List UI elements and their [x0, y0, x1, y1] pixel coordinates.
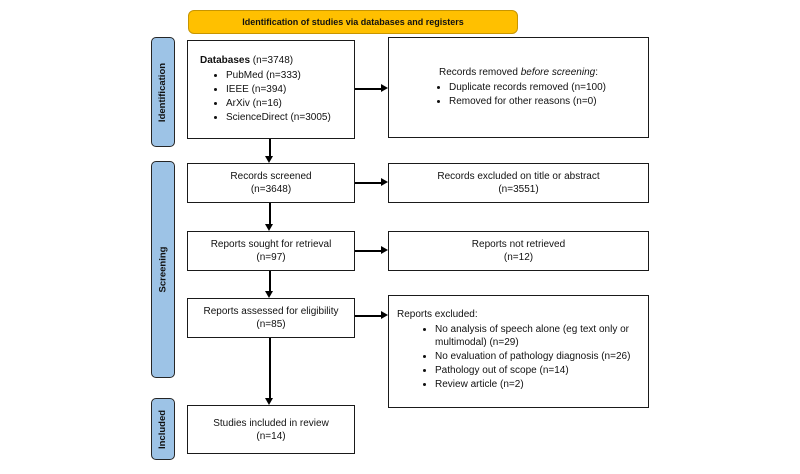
records-removed-title-italic: before screening [520, 67, 596, 78]
arrow-head-down-icon [265, 398, 273, 405]
records-excluded-count: (n=3551) [498, 184, 539, 195]
records-screened-label: Records screened [230, 171, 312, 182]
box-reports-assessed: Reports assessed for eligibility (n=85) [187, 298, 355, 338]
arrow-line [269, 203, 271, 225]
reports-not-retrieved-label: Reports not retrieved [471, 239, 566, 250]
arrow-head-down-icon [265, 224, 273, 231]
list-item: No evaluation of pathology diagnosis (n=… [435, 350, 640, 363]
databases-title-bold: Databases [200, 55, 251, 66]
list-item: PubMed (n=333) [226, 69, 354, 82]
studies-included-count: (n=14) [256, 430, 286, 442]
reports-assessed-label: Reports assessed for eligibility [203, 306, 339, 317]
studies-included-label: Studies included in review [213, 417, 329, 429]
box-databases: Databases (n=3748) PubMed (n=333)IEEE (n… [187, 40, 355, 139]
list-item: Review article (n=2) [435, 378, 640, 391]
banner-identification-of-studies: Identification of studies via databases … [188, 10, 518, 34]
list-item: Pathology out of scope (n=14) [435, 364, 640, 377]
list-item: ArXiv (n=16) [226, 97, 354, 110]
arrow-head-right-icon [381, 311, 388, 319]
box-reports-excluded: Reports excluded: No analysis of speech … [388, 295, 649, 408]
banner-label: Identification of studies via databases … [242, 17, 464, 27]
arrow-head-right-icon [381, 178, 388, 186]
arrow-head-down-icon [265, 156, 273, 163]
stage-bar-included: Included [151, 398, 175, 460]
records-removed-title-prefix: Records removed [439, 67, 521, 78]
stage-bar-screening: Screening [151, 161, 175, 378]
arrow-line [269, 338, 271, 399]
arrow-line [355, 250, 382, 252]
list-item: Removed for other reasons (n=0) [449, 95, 606, 108]
reports-assessed-count: (n=85) [256, 319, 286, 330]
records-excluded-label: Records excluded on title or abstract [437, 171, 600, 182]
arrow-head-right-icon [381, 246, 388, 254]
box-reports-sought: Reports sought for retrieval (n=97) [187, 231, 355, 271]
stage-label-screening: Screening [157, 246, 169, 293]
box-studies-included: Studies included in review (n=14) [187, 405, 355, 454]
reports-excluded-title: Reports excluded: [397, 309, 478, 320]
records-removed-list: Duplicate records removed (n=100)Removed… [431, 81, 606, 109]
box-reports-not-retrieved: Reports not retrieved (n=12) [388, 231, 649, 271]
reports-sought-label: Reports sought for retrieval [210, 239, 332, 250]
records-removed-title-suffix: : [595, 67, 598, 78]
reports-excluded-list: No analysis of speech alone (eg text onl… [419, 323, 640, 391]
stage-bar-identification: Identification [151, 37, 175, 147]
box-records-removed: Records removed before screening: Duplic… [388, 37, 649, 138]
arrow-head-right-icon [381, 84, 388, 92]
arrow-line [355, 182, 382, 184]
arrow-line [269, 139, 271, 157]
stage-label-identification: Identification [157, 62, 169, 122]
list-item: ScienceDirect (n=3005) [226, 111, 354, 124]
databases-title: Databases (n=3748) [200, 54, 354, 67]
databases-list: PubMed (n=333)IEEE (n=394)ArXiv (n=16)Sc… [200, 69, 354, 125]
reports-sought-count: (n=97) [256, 252, 286, 263]
arrow-head-down-icon [265, 291, 273, 298]
arrow-line [355, 315, 382, 317]
records-screened-count: (n=3648) [250, 184, 292, 195]
databases-title-count: (n=3748) [250, 55, 294, 66]
list-item: No analysis of speech alone (eg text onl… [435, 323, 640, 349]
reports-not-retrieved-count: (n=12) [503, 252, 534, 263]
records-removed-title: Records removed before screening: [389, 66, 648, 79]
list-item: IEEE (n=394) [226, 83, 354, 96]
box-records-screened: Records screened (n=3648) [187, 163, 355, 203]
arrow-line [355, 88, 382, 90]
arrow-line [269, 271, 271, 292]
stage-label-included: Included [157, 409, 169, 449]
box-records-excluded: Records excluded on title or abstract (n… [388, 163, 649, 203]
list-item: Duplicate records removed (n=100) [449, 81, 606, 94]
